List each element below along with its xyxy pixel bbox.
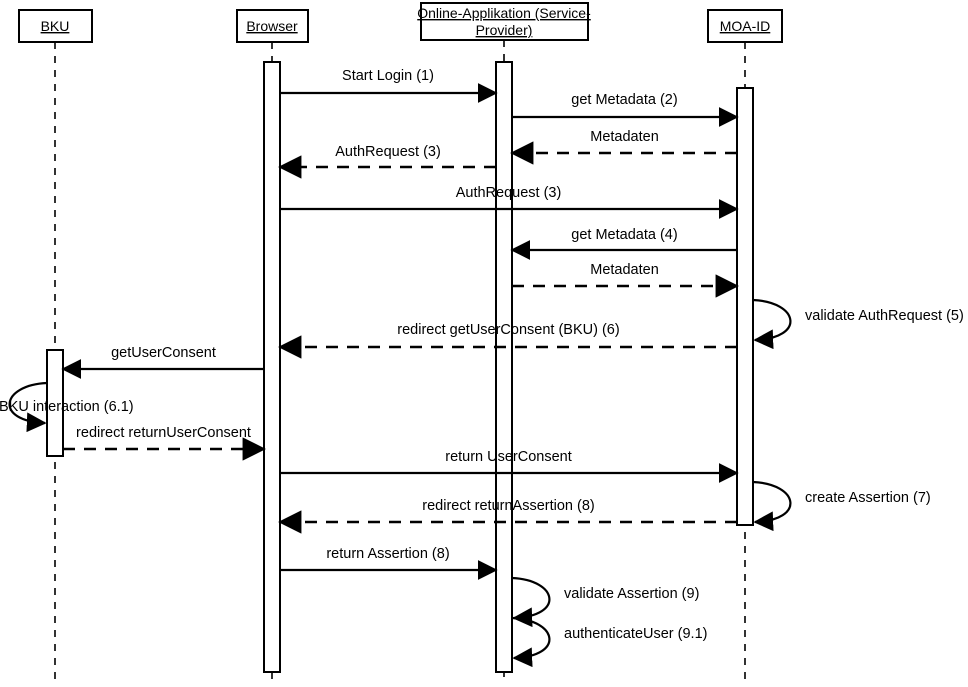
message-label: Metadaten [590,129,659,145]
message-8: validate AuthRequest (5) [752,298,964,350]
activation-bar-browser [263,61,281,673]
participant-label: Browser [246,18,298,34]
activations-layer [46,61,754,673]
message-13: return UserConsent [280,449,739,483]
message-label: AuthRequest (3) [335,144,441,160]
message-14: create Assertion (7) [752,480,931,532]
participants-layer: BKU Browser Online-Applikation (Service-Pr… [18,2,783,43]
message-label: Start Login (1) [342,68,434,84]
participant-moaid[interactable]: MOA-ID [707,9,783,43]
message-label: redirect returnUserConsent [76,425,251,441]
message-1: Start Login (1) [280,68,498,103]
message-label: validate Assertion (9) [564,586,699,602]
message-5: AuthRequest (3) [280,185,739,219]
participant-oa[interactable]: Online-Applikation (Service-Provider) [417,2,591,41]
messages-layer: Start Login (1) get Metadata (2) Metadaten… [0,68,964,668]
message-12: redirect returnUserConsent [63,425,266,461]
message-18: authenticateUser (9.1) [511,616,707,668]
message-label: redirect returnAssertion (8) [422,498,594,514]
self-message-arrow [752,298,792,350]
message-label: return UserConsent [445,449,572,465]
message-15: redirect returnAssertion (8) [278,498,737,534]
self-message-arrow [752,480,792,532]
message-16: return Assertion (8) [280,546,498,580]
message-6: get Metadata (4) [510,227,737,260]
message-10: getUserConsent [61,345,264,379]
participant-browser[interactable]: Browser [236,9,309,43]
participant-bku[interactable]: BKU [18,9,93,43]
message-9: redirect getUserConsent (BKU) (6) [278,322,737,359]
message-11: BKU interaction (6.1) [0,381,134,433]
participant-label: MOA-ID [720,18,771,34]
message-4: AuthRequest (3) [278,144,496,179]
participant-label: Provider) [476,22,533,38]
self-message-arrow [511,576,551,628]
message-label: getUserConsent [111,345,216,361]
self-message-arrow [8,381,48,433]
message-label: redirect getUserConsent (BKU) (6) [397,322,619,338]
activation-bar-oa [495,61,513,673]
message-3: Metadaten [510,129,737,165]
message-2: get Metadata (2) [512,92,739,127]
participant-label: BKU [41,18,70,34]
participant-label: Online-Applikation (Service- [417,5,591,21]
activation-bar-moaid [736,87,754,526]
message-label: return Assertion (8) [326,546,449,562]
message-label: AuthRequest (3) [456,185,562,201]
message-label: BKU interaction (6.1) [0,399,134,415]
message-label: get Metadata (4) [571,227,677,243]
message-label: Metadaten [590,262,659,278]
self-message-arrow [511,616,551,668]
message-label: create Assertion (7) [805,490,931,506]
message-label: authenticateUser (9.1) [564,626,707,642]
message-label: validate AuthRequest (5) [805,308,964,324]
message-label: get Metadata (2) [571,92,677,108]
message-17: validate Assertion (9) [511,576,699,628]
activation-bar-bku [46,349,64,457]
message-7: Metadaten [512,262,739,298]
